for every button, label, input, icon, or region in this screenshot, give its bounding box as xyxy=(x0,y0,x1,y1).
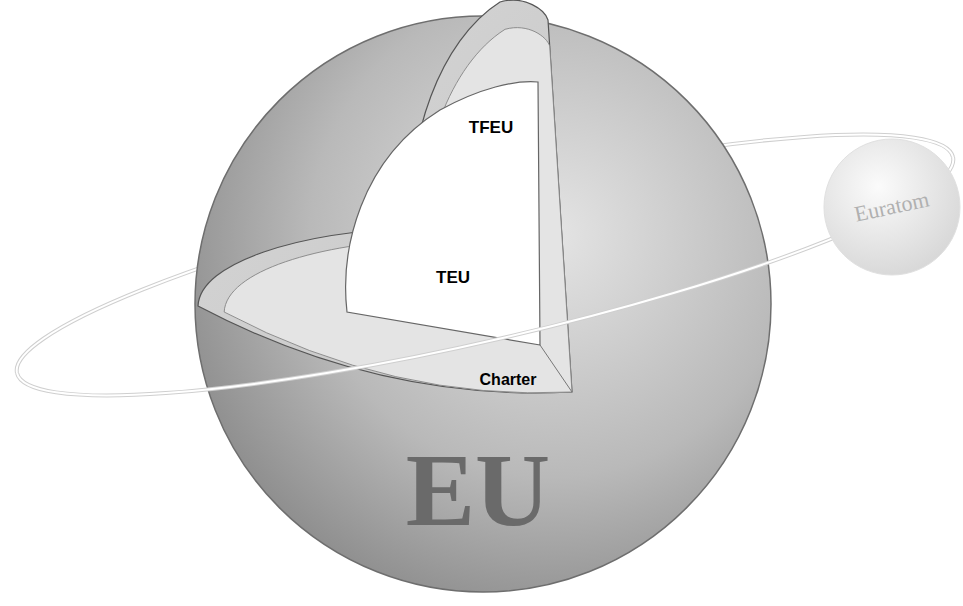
eu-sphere xyxy=(195,16,771,592)
node-text: TEU xyxy=(436,269,470,288)
node-text: Euratom xyxy=(852,187,931,226)
node-text: EU xyxy=(406,433,550,547)
orbit-front xyxy=(17,157,953,395)
teu-core xyxy=(346,82,540,345)
node-text: TFEU xyxy=(469,119,513,138)
node-text: Charter xyxy=(480,371,537,389)
core-label: TEU xyxy=(432,267,474,290)
band-label: Charter xyxy=(476,369,541,391)
tfeu-layer xyxy=(224,28,572,393)
euratom-moon xyxy=(824,139,960,275)
sphere-node: EUTFEUTEUCharter xyxy=(195,16,771,592)
cut-edge xyxy=(540,345,572,392)
moon-node: Euratom xyxy=(824,139,960,275)
layer-label: TFEUTEU xyxy=(465,117,518,140)
